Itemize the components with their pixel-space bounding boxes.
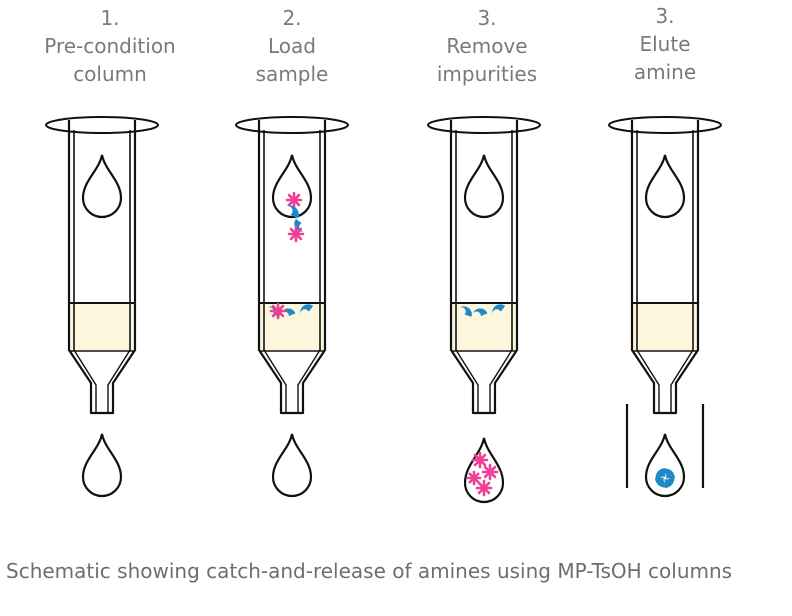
column-1 — [45, 116, 159, 498]
solvent-drop — [644, 154, 686, 219]
impurity-core — [471, 475, 477, 481]
column-body — [630, 120, 700, 415]
amine-icon — [300, 304, 314, 315]
tip-inner-wall — [263, 349, 321, 413]
step-label-1: 1. Pre-condition column — [10, 4, 210, 88]
amine-shape — [459, 306, 472, 317]
impurity-core — [274, 307, 282, 315]
impurity-icon — [471, 451, 489, 469]
column-2 — [235, 116, 349, 498]
amine-icon — [655, 468, 666, 486]
step-label-4: 3. Elute amine — [565, 2, 765, 86]
step-number: 2. — [282, 6, 302, 30]
impurity-core — [476, 456, 484, 464]
tip-inner-wall — [455, 349, 513, 413]
column-body — [449, 120, 519, 415]
amine-icon — [655, 477, 673, 488]
solvent-drop — [271, 154, 313, 219]
solvent-drop — [463, 154, 505, 219]
output-drop — [271, 433, 313, 498]
impurity-core — [290, 196, 298, 204]
amine-cluster — [655, 468, 675, 488]
output-drop — [81, 433, 123, 498]
step-title-line1: Remove — [446, 34, 528, 58]
step-title-line2: amine — [633, 60, 697, 84]
impurity-core — [486, 468, 494, 476]
tip-inner-wall — [73, 349, 131, 413]
impurity-icon — [466, 470, 482, 486]
impurity-icon — [269, 302, 287, 320]
amine-shape — [655, 468, 666, 486]
step-label-2: 2. Load sample — [192, 4, 392, 88]
column-3 — [427, 116, 541, 504]
solvent-drop — [81, 154, 123, 219]
step-title-line1: Load — [268, 34, 316, 58]
amine-shape — [492, 304, 506, 315]
amine-icon — [492, 304, 506, 315]
amine-shape — [664, 470, 675, 488]
step-number: 3. — [655, 4, 675, 28]
column-flange — [45, 116, 159, 134]
column-4 — [608, 116, 722, 498]
amine-icon — [657, 468, 675, 479]
column-body — [67, 120, 137, 415]
step-title-line2: sample — [255, 62, 329, 86]
amine-shape — [655, 477, 673, 488]
step-title-line1: Pre-condition — [44, 34, 176, 58]
step-title-line1: Elute — [639, 32, 691, 56]
amine-icon — [664, 470, 675, 488]
amine-icon — [459, 306, 472, 317]
amine-shape — [286, 205, 299, 219]
impurity-icon — [287, 225, 305, 243]
resin-bed — [69, 303, 135, 351]
resin-bed — [632, 303, 698, 351]
column-flange — [235, 116, 349, 134]
figure-caption: Schematic showing catch-and-release of a… — [6, 559, 733, 583]
output-drop — [463, 437, 505, 504]
impurity-icon — [481, 463, 499, 481]
amine-icon — [472, 308, 488, 317]
amine-icon — [286, 205, 299, 219]
impurity-core — [480, 484, 488, 492]
tip-inner-wall — [636, 349, 694, 413]
amine-shape — [657, 468, 675, 479]
step-title-line2: impurities — [436, 62, 538, 86]
column-flange — [427, 116, 541, 134]
step-number: 3. — [477, 6, 497, 30]
impurity-core — [292, 230, 300, 238]
step-number: 1. — [100, 6, 120, 30]
column-body — [257, 120, 327, 415]
impurity-icon — [475, 479, 493, 497]
impurity-icon — [285, 191, 303, 209]
step-label-3: 3. Remove impurities — [387, 4, 587, 88]
amine-shape — [472, 308, 488, 317]
step-title-line2: column — [73, 62, 147, 86]
column-flange — [608, 116, 722, 134]
amine-shape — [300, 304, 314, 315]
